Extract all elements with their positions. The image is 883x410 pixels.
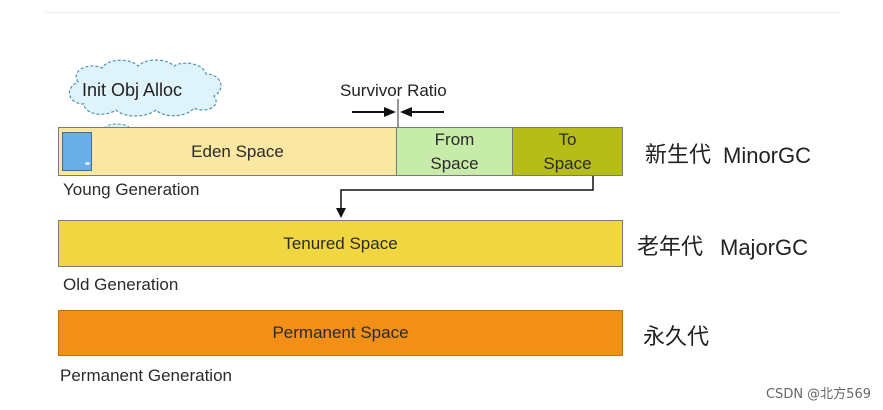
survivor-ratio-label: Survivor Ratio [340,81,447,100]
young-generation-label: Young Generation [63,180,200,199]
from-line2: Space [430,153,479,173]
to-space: To Space [513,127,623,176]
young-gen-chinese-label: 新生代 [645,143,712,168]
minor-gc-label: MinorGC [723,143,812,168]
init-alloc-label: Init Obj Alloc [82,80,183,100]
top-divider [45,12,840,13]
from-space-label: From Space [430,128,478,176]
tenured-space: Tenured Space [58,220,623,267]
eden-icon-dot [85,162,90,165]
from-line1: From [434,129,475,149]
permanent-space-label: Permanent Space [272,323,409,342]
permanent-space: Permanent Space [58,310,623,356]
young-generation: Eden Space From Space To Space [58,127,623,176]
eden-icon [62,132,92,171]
watermark: CSDN @北方569 [765,387,871,402]
to-line2: Space [543,153,592,173]
tenured-space-label: Tenured Space [283,233,398,253]
survivor-ratio-arrow-left [352,107,396,117]
old-gen-chinese-label: 老年代 [637,235,704,260]
survivor-ratio-arrow-right [400,107,444,117]
permanent-generation-label: Permanent Generation [60,366,232,385]
promotion-arrow [336,176,594,218]
eden-space: Eden Space [58,127,397,176]
to-line1: To [558,129,577,149]
perm-gen-chinese-label: 永久代 [643,325,710,350]
old-generation-label: Old Generation [63,275,179,294]
major-gc-label: MajorGC [720,235,809,260]
eden-space-label: Eden Space [191,141,284,161]
from-space: From Space [397,127,513,176]
to-space-label: To Space [543,128,591,176]
